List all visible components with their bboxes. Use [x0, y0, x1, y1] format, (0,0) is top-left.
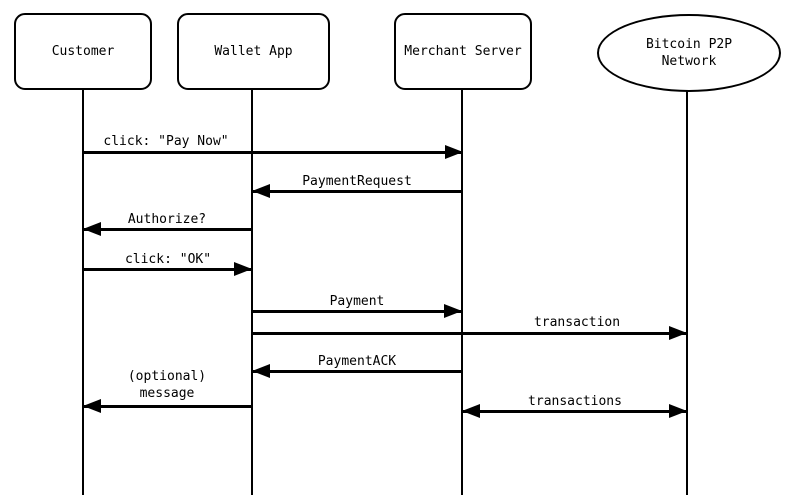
actor-merchant-server-label: Merchant Server: [404, 44, 522, 59]
actor-merchant-server: Merchant Server: [394, 13, 532, 90]
arrowhead-left-icon: [252, 184, 270, 198]
message-payment-ack-label: PaymentACK: [317, 354, 397, 369]
arrowhead-right-icon: [444, 304, 462, 318]
arrowhead-right-icon: [669, 404, 687, 418]
arrowhead-left-icon: [83, 399, 101, 413]
message-authorize-line: [83, 228, 252, 231]
arrowhead-left-icon: [83, 222, 101, 236]
message-transaction-label: transaction: [533, 315, 621, 330]
arrowhead-right-icon: [669, 326, 687, 340]
message-click-pay-now-line: [83, 151, 463, 154]
message-payment-ack-line: [252, 370, 462, 373]
message-optional-message-label-line1: (optional): [127, 369, 207, 384]
message-payment-label: Payment: [329, 294, 385, 309]
actor-customer-label: Customer: [51, 44, 115, 59]
arrowhead-right-icon: [234, 262, 252, 276]
lifeline-bitcoin-p2p-network: [686, 91, 688, 495]
actor-bitcoin-p2p-network: Bitcoin P2P Network: [597, 14, 781, 92]
arrowhead-left-icon: [462, 404, 480, 418]
message-payment-request-label: PaymentRequest: [302, 174, 412, 189]
arrowhead-right-icon: [445, 145, 463, 159]
lifeline-merchant-server: [461, 90, 463, 495]
message-click-ok-line: [83, 268, 252, 271]
message-payment-line: [252, 310, 462, 313]
message-click-ok-label: click: "OK": [124, 252, 212, 267]
message-payment-request-line: [252, 190, 462, 193]
lifeline-wallet-app: [251, 90, 253, 495]
lifeline-customer: [82, 90, 84, 495]
message-transactions-line: [462, 410, 687, 413]
actor-bitcoin-p2p-network-label-line1: Bitcoin P2P: [645, 37, 733, 52]
message-click-pay-now-label: click: "Pay Now": [103, 134, 229, 149]
message-optional-message-label: (optional) message: [128, 368, 206, 402]
message-optional-message-line: [83, 405, 252, 408]
message-authorize-label: Authorize?: [127, 212, 207, 227]
actor-customer: Customer: [14, 13, 152, 90]
message-transactions-label: transactions: [528, 394, 622, 409]
message-transaction-line: [252, 332, 687, 335]
actor-wallet-app: Wallet App: [177, 13, 330, 90]
message-optional-message-label-line2: message: [139, 386, 195, 401]
actor-wallet-app-label: Wallet App: [214, 44, 293, 59]
actor-bitcoin-p2p-network-label-line2: Network: [661, 54, 717, 69]
arrowhead-left-icon: [252, 364, 270, 378]
